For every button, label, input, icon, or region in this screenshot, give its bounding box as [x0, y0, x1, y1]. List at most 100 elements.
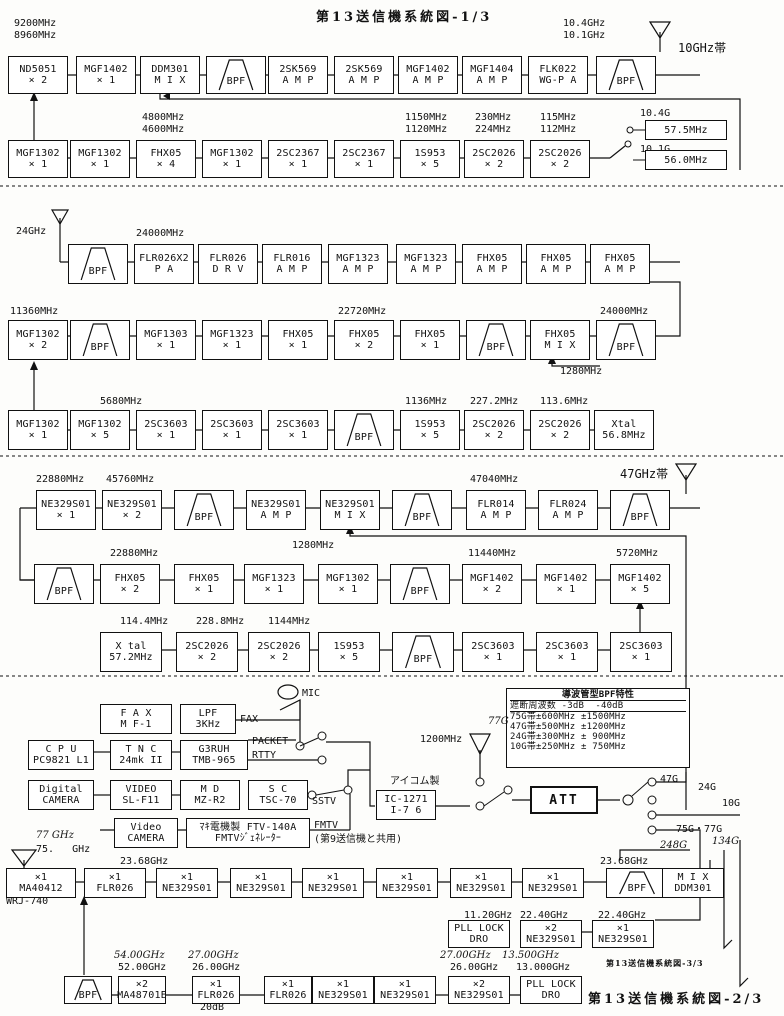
component-function: A M P — [476, 264, 508, 275]
freq-22720: 22720MHz — [338, 306, 387, 317]
component-function: P A — [154, 264, 174, 275]
freq-4800: 4800MHz — [142, 112, 185, 123]
component-function: × 2 — [484, 159, 504, 170]
component-part: FHX05 — [114, 573, 146, 584]
component-function: A M P — [348, 75, 380, 86]
component-function: D R V — [212, 264, 244, 275]
component-function: × 1 — [90, 159, 110, 170]
component-block: 1S953× 5 — [318, 632, 380, 672]
bpf-label: BPF — [630, 511, 650, 523]
xtal-56-0: 56.0MHz — [645, 150, 727, 170]
component-function: A M P — [282, 75, 314, 86]
band-10ghz: 10GHz帯 — [678, 41, 727, 55]
component-part: ×1 — [474, 872, 488, 883]
freq-113-6: 113.6MHz — [540, 396, 589, 407]
xtal-57-5: 57.5MHz — [645, 120, 727, 140]
diagram-title: 第13送信機系統図-1/3 — [316, 10, 493, 25]
component-part: ×1 — [254, 872, 268, 883]
switch-134g: 134G — [712, 836, 740, 847]
fmtv-note: (第9送信機と共用) — [314, 834, 403, 845]
freq-1200: 1200MHz — [420, 734, 463, 745]
freq-22880-b: 22880MHz — [110, 548, 159, 559]
hand-27ghz: 27.00GHz — [188, 950, 239, 961]
component-block: 2SC3603× 1 — [610, 632, 672, 672]
component-part: ×1 — [326, 872, 340, 883]
freq-224: 224MHz — [475, 124, 512, 135]
component-part: 2SK569 — [345, 64, 383, 75]
component-part: ×1 — [108, 872, 122, 883]
hand-77ghz: 77 GHz — [36, 830, 74, 841]
component-block: 2SC2367× 1 — [268, 140, 328, 178]
bpf-block: BPF — [596, 320, 656, 360]
component-part: FHX05 — [348, 329, 380, 340]
freq-10-4: 10.4GHz — [563, 18, 606, 29]
hand-54ghz: 54.00GHz — [114, 950, 165, 961]
component-block: FHX05× 1 — [268, 320, 328, 360]
bpf-label: BPF — [627, 882, 647, 894]
component-function: × 1 — [222, 159, 242, 170]
component-part: ×1 — [180, 872, 194, 883]
component-block: MGF1303× 1 — [136, 320, 196, 360]
component-function: MA40412 — [19, 883, 63, 894]
bpf-symbol-icon — [608, 323, 644, 357]
component-part: MGF1302 — [16, 329, 60, 340]
bpf-block: BPF — [174, 490, 234, 530]
component-block: MGF1302× 1 — [8, 410, 68, 450]
freq-26: 26.00GHz — [192, 962, 241, 973]
freq-115: 115MHz — [540, 112, 577, 123]
component-function: A M P — [552, 510, 584, 521]
component-function: × 1 — [288, 159, 308, 170]
bpf-label: BPF — [78, 989, 98, 1001]
component-part: MGF1323 — [210, 329, 254, 340]
component-function: × 2 — [484, 430, 504, 441]
component-function: × 2 — [122, 510, 142, 521]
component-block: MGF1302× 1 — [318, 564, 378, 604]
component-function: DDM301 — [674, 883, 712, 894]
component-function: × 2 — [269, 652, 289, 663]
component-function: × 5 — [420, 430, 440, 441]
component-part: 2SC2026 — [472, 419, 516, 430]
bpf-symbol-icon — [608, 59, 644, 91]
freq-1120: 1120MHz — [405, 124, 448, 135]
component-function: × 1 — [156, 430, 176, 441]
freq-114-4: 114.4MHz — [120, 616, 169, 627]
component-part: FHX05 — [150, 148, 182, 159]
bpf-block: BPF — [392, 490, 452, 530]
bpf-spec-table: 導波管型BPF特性 遮断周波数 -3dB -40dB 75G帯±600MHz ±… — [506, 688, 690, 768]
antenna-wrj740: WRJ-740 — [6, 896, 49, 907]
freq-52: 52.00GHz — [118, 962, 167, 973]
bpf-spec-row: 75G帯±600MHz ±1500MHz — [510, 712, 626, 722]
freq-47040: 47040MHz — [470, 474, 519, 485]
freq-22-40-b: 22.40GHz — [598, 910, 647, 921]
component-block: 2SC2026× 2 — [464, 140, 524, 178]
bpf-block: BPF — [68, 244, 128, 284]
component-function: × 1 — [483, 652, 503, 663]
component-part: ×1 — [336, 979, 350, 990]
bpf-block: BPF — [34, 564, 94, 604]
component-part: 2SC3603 — [471, 641, 515, 652]
switch-248g: 248G — [660, 840, 688, 851]
component-part: MGF1402 — [470, 573, 514, 584]
component-block: MGF1402× 2 — [462, 564, 522, 604]
component-part: FLR024 — [549, 499, 587, 510]
component-block: NE329S01× 2 — [102, 490, 162, 530]
component-block: 2SC2026× 2 — [464, 410, 524, 450]
component-block: 2SC3603× 1 — [136, 410, 196, 450]
switch-75g: 75G・77G — [676, 824, 723, 835]
component-function: × 5 — [420, 159, 440, 170]
freq-5720: 5720MHz — [616, 548, 659, 559]
component-part: MGF1402 — [406, 64, 450, 75]
component-part: 2SC3603 — [545, 641, 589, 652]
